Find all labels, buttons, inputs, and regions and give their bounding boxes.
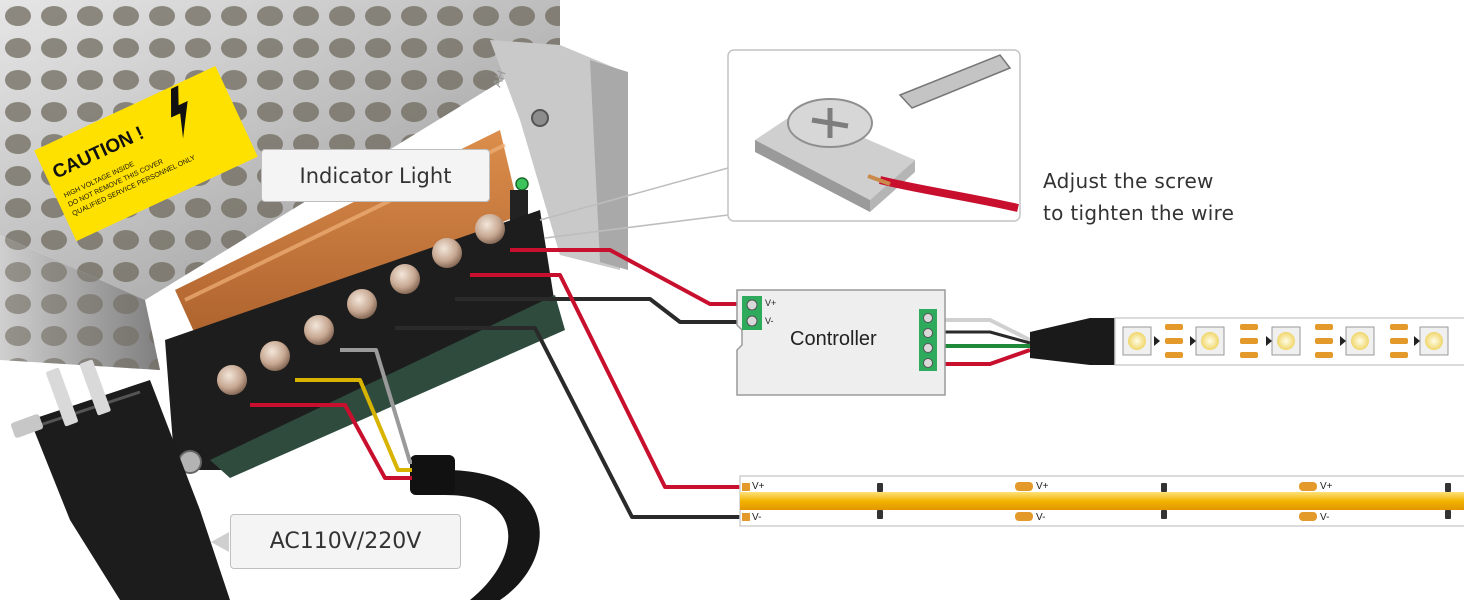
screw-note-line-1: Adjust the screw <box>1043 169 1214 193</box>
terminal-screw-icon <box>217 365 247 395</box>
wire-ctrl-to-strip-white <box>935 318 1031 342</box>
cob-label-plus-1: V+ <box>752 481 765 492</box>
terminal-screw-icon <box>475 214 505 244</box>
led-strip-connector <box>1030 318 1122 365</box>
terminal-screw-icon <box>347 289 377 319</box>
screw-adjust-note: Adjust the screw to tighten the wire <box>1043 165 1234 229</box>
wire-ctrl-to-strip-black <box>935 330 1031 345</box>
high-voltage-icon <box>170 85 188 139</box>
screwdriver-icon <box>898 54 1012 109</box>
terminal-screw-icon <box>260 341 290 371</box>
smd-led-chip-1 <box>1122 326 1152 356</box>
ac-wire-gray <box>340 348 412 464</box>
cob-strip <box>739 475 1464 527</box>
strip-arrow-icons <box>1154 336 1420 346</box>
terminal-screw-icon <box>432 238 462 268</box>
ac-input-callout: AC110V/220V <box>230 514 461 569</box>
chassis-screw-icon <box>531 109 549 127</box>
wire-psu-to-controller-plus <box>510 248 742 306</box>
ac-cable <box>445 470 540 600</box>
ac-wire-red <box>250 403 412 480</box>
ac-wire-yellow <box>295 378 412 472</box>
ac-callout-pointer-icon <box>211 532 229 552</box>
controller-label: Controller <box>790 328 877 350</box>
terminal-screw-icon <box>390 264 420 294</box>
controller <box>736 289 946 396</box>
smd-led-chip-4 <box>1345 326 1375 356</box>
smd-led-chip-5 <box>1419 326 1449 356</box>
controller-output-terminal <box>919 309 937 371</box>
wires <box>250 248 1031 519</box>
plug-ground-pin-icon <box>11 414 43 438</box>
screw-note-line-2: to tighten the wire <box>1043 201 1235 225</box>
plug-body <box>30 380 230 600</box>
terminal-screws <box>217 214 505 395</box>
wire-psu-to-cob-plus <box>470 273 745 489</box>
plug-prong-icon <box>79 359 111 416</box>
smd-led-chip-3 <box>1271 326 1301 356</box>
strip-pads <box>1165 324 1408 358</box>
smd-led-strip <box>1114 317 1464 366</box>
wire-psu-to-controller-minus <box>455 297 742 324</box>
wire-ctrl-to-strip-red <box>935 348 1031 366</box>
inset-wire <box>879 176 1019 212</box>
cob-label-plus-2: V+ <box>1036 481 1049 492</box>
power-supply: CAUTION ! HIGH VOLTAGE INSIDE DO NOT REM… <box>0 0 628 478</box>
cob-solder-pads <box>1015 482 1317 521</box>
cob-label-minus-1: V- <box>752 512 762 523</box>
cob-label-minus-3: V- <box>1320 512 1330 523</box>
wire-psu-to-cob-minus <box>395 326 745 519</box>
psu-brand-mark: AH <box>490 69 509 89</box>
smd-led-chip-2 <box>1195 326 1225 356</box>
cob-label-minus-2: V- <box>1036 512 1046 523</box>
screw-detail-inset <box>539 49 1021 239</box>
cob-light-band <box>740 492 1464 510</box>
plug-prong-icon <box>46 367 78 427</box>
ac-plug <box>11 359 540 600</box>
terminal-screw-icon <box>304 315 334 345</box>
cob-label-plus-3: V+ <box>1320 481 1333 492</box>
controller-pin-minus: V- <box>765 316 774 326</box>
cob-cut-marks <box>877 483 1451 519</box>
indicator-light-callout: Indicator Light <box>261 149 490 202</box>
indicator-led-icon <box>515 177 529 191</box>
controller-pin-plus: V+ <box>765 298 777 308</box>
